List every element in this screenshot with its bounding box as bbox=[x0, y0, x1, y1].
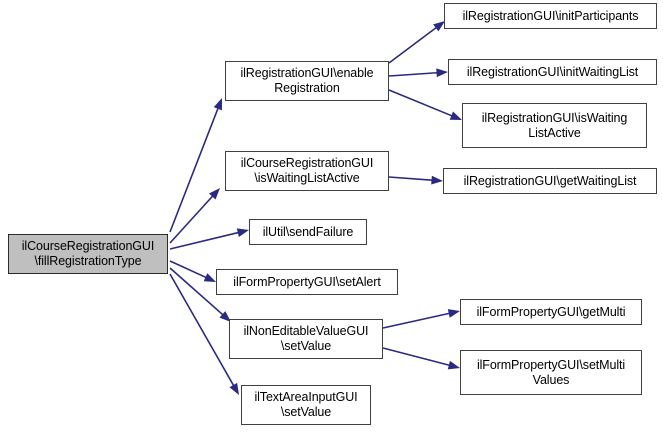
edge-line bbox=[388, 89, 453, 117]
node-ilnoneditablevaluegui-setvalue[interactable]: ilNonEditableValueGUI \setValue bbox=[229, 319, 383, 359]
node-ilcourseregistrationgui-iswaitinglistactive[interactable]: ilCourseRegistrationGUI \isWaitingListAc… bbox=[225, 151, 389, 191]
edge-line bbox=[169, 195, 214, 244]
edge-line bbox=[169, 107, 219, 233]
node-root-ilcourseregistrationgui-fillregistrationtype[interactable]: ilCourseRegistrationGUI \fillRegistratio… bbox=[8, 234, 168, 274]
edge-line bbox=[388, 71, 438, 77]
edge-line bbox=[388, 176, 433, 181]
edge-line bbox=[388, 26, 437, 64]
edge-line bbox=[169, 231, 239, 250]
node-ilregistrationgui-initparticipants[interactable]: ilRegistrationGUI\initParticipants bbox=[444, 3, 657, 29]
node-ilformpropertygui-setalert[interactable]: ilFormPropertyGUI\setAlert bbox=[216, 269, 398, 295]
edge-arrowhead-icon bbox=[447, 309, 460, 318]
node-ilformpropertygui-setmultivalues[interactable]: ilFormPropertyGUI\setMulti Values bbox=[460, 350, 642, 395]
edge-arrowhead-icon bbox=[449, 111, 462, 120]
edge-arrowhead-icon bbox=[203, 273, 216, 282]
node-ilregistrationgui-iswaitinglistactive[interactable]: ilRegistrationGUI\isWaiting ListActive bbox=[462, 103, 647, 148]
node-ilformpropertygui-getmulti[interactable]: ilFormPropertyGUI\getMulti bbox=[460, 299, 642, 325]
edge-arrowhead-icon bbox=[229, 382, 239, 395]
node-ilregistrationgui-initwaitinglist[interactable]: ilRegistrationGUI\initWaitingList bbox=[448, 59, 657, 85]
edge-line bbox=[382, 347, 450, 367]
node-ilregistrationgui-enableregistration[interactable]: ilRegistrationGUI\enable Registration bbox=[225, 61, 389, 101]
edge-arrowhead-icon bbox=[431, 175, 443, 185]
edge-arrowhead-icon bbox=[236, 228, 249, 237]
edge-line bbox=[382, 312, 450, 329]
edge-arrowhead-icon bbox=[447, 360, 460, 370]
edge-line bbox=[169, 267, 224, 316]
node-iltextareainputgui-setvalue[interactable]: ilTextAreaInputGUI \setValue bbox=[241, 385, 371, 425]
edge-line bbox=[169, 260, 207, 279]
edge-arrowhead-icon bbox=[436, 68, 448, 78]
edge-arrowhead-icon bbox=[213, 98, 222, 111]
node-ilregistrationgui-getwaitinglist[interactable]: ilRegistrationGUI\getWaitingList bbox=[443, 168, 657, 194]
edge-arrowhead-icon bbox=[209, 188, 220, 200]
node-ilutil-sendfailure[interactable]: ilUtil\sendFailure bbox=[249, 219, 367, 245]
